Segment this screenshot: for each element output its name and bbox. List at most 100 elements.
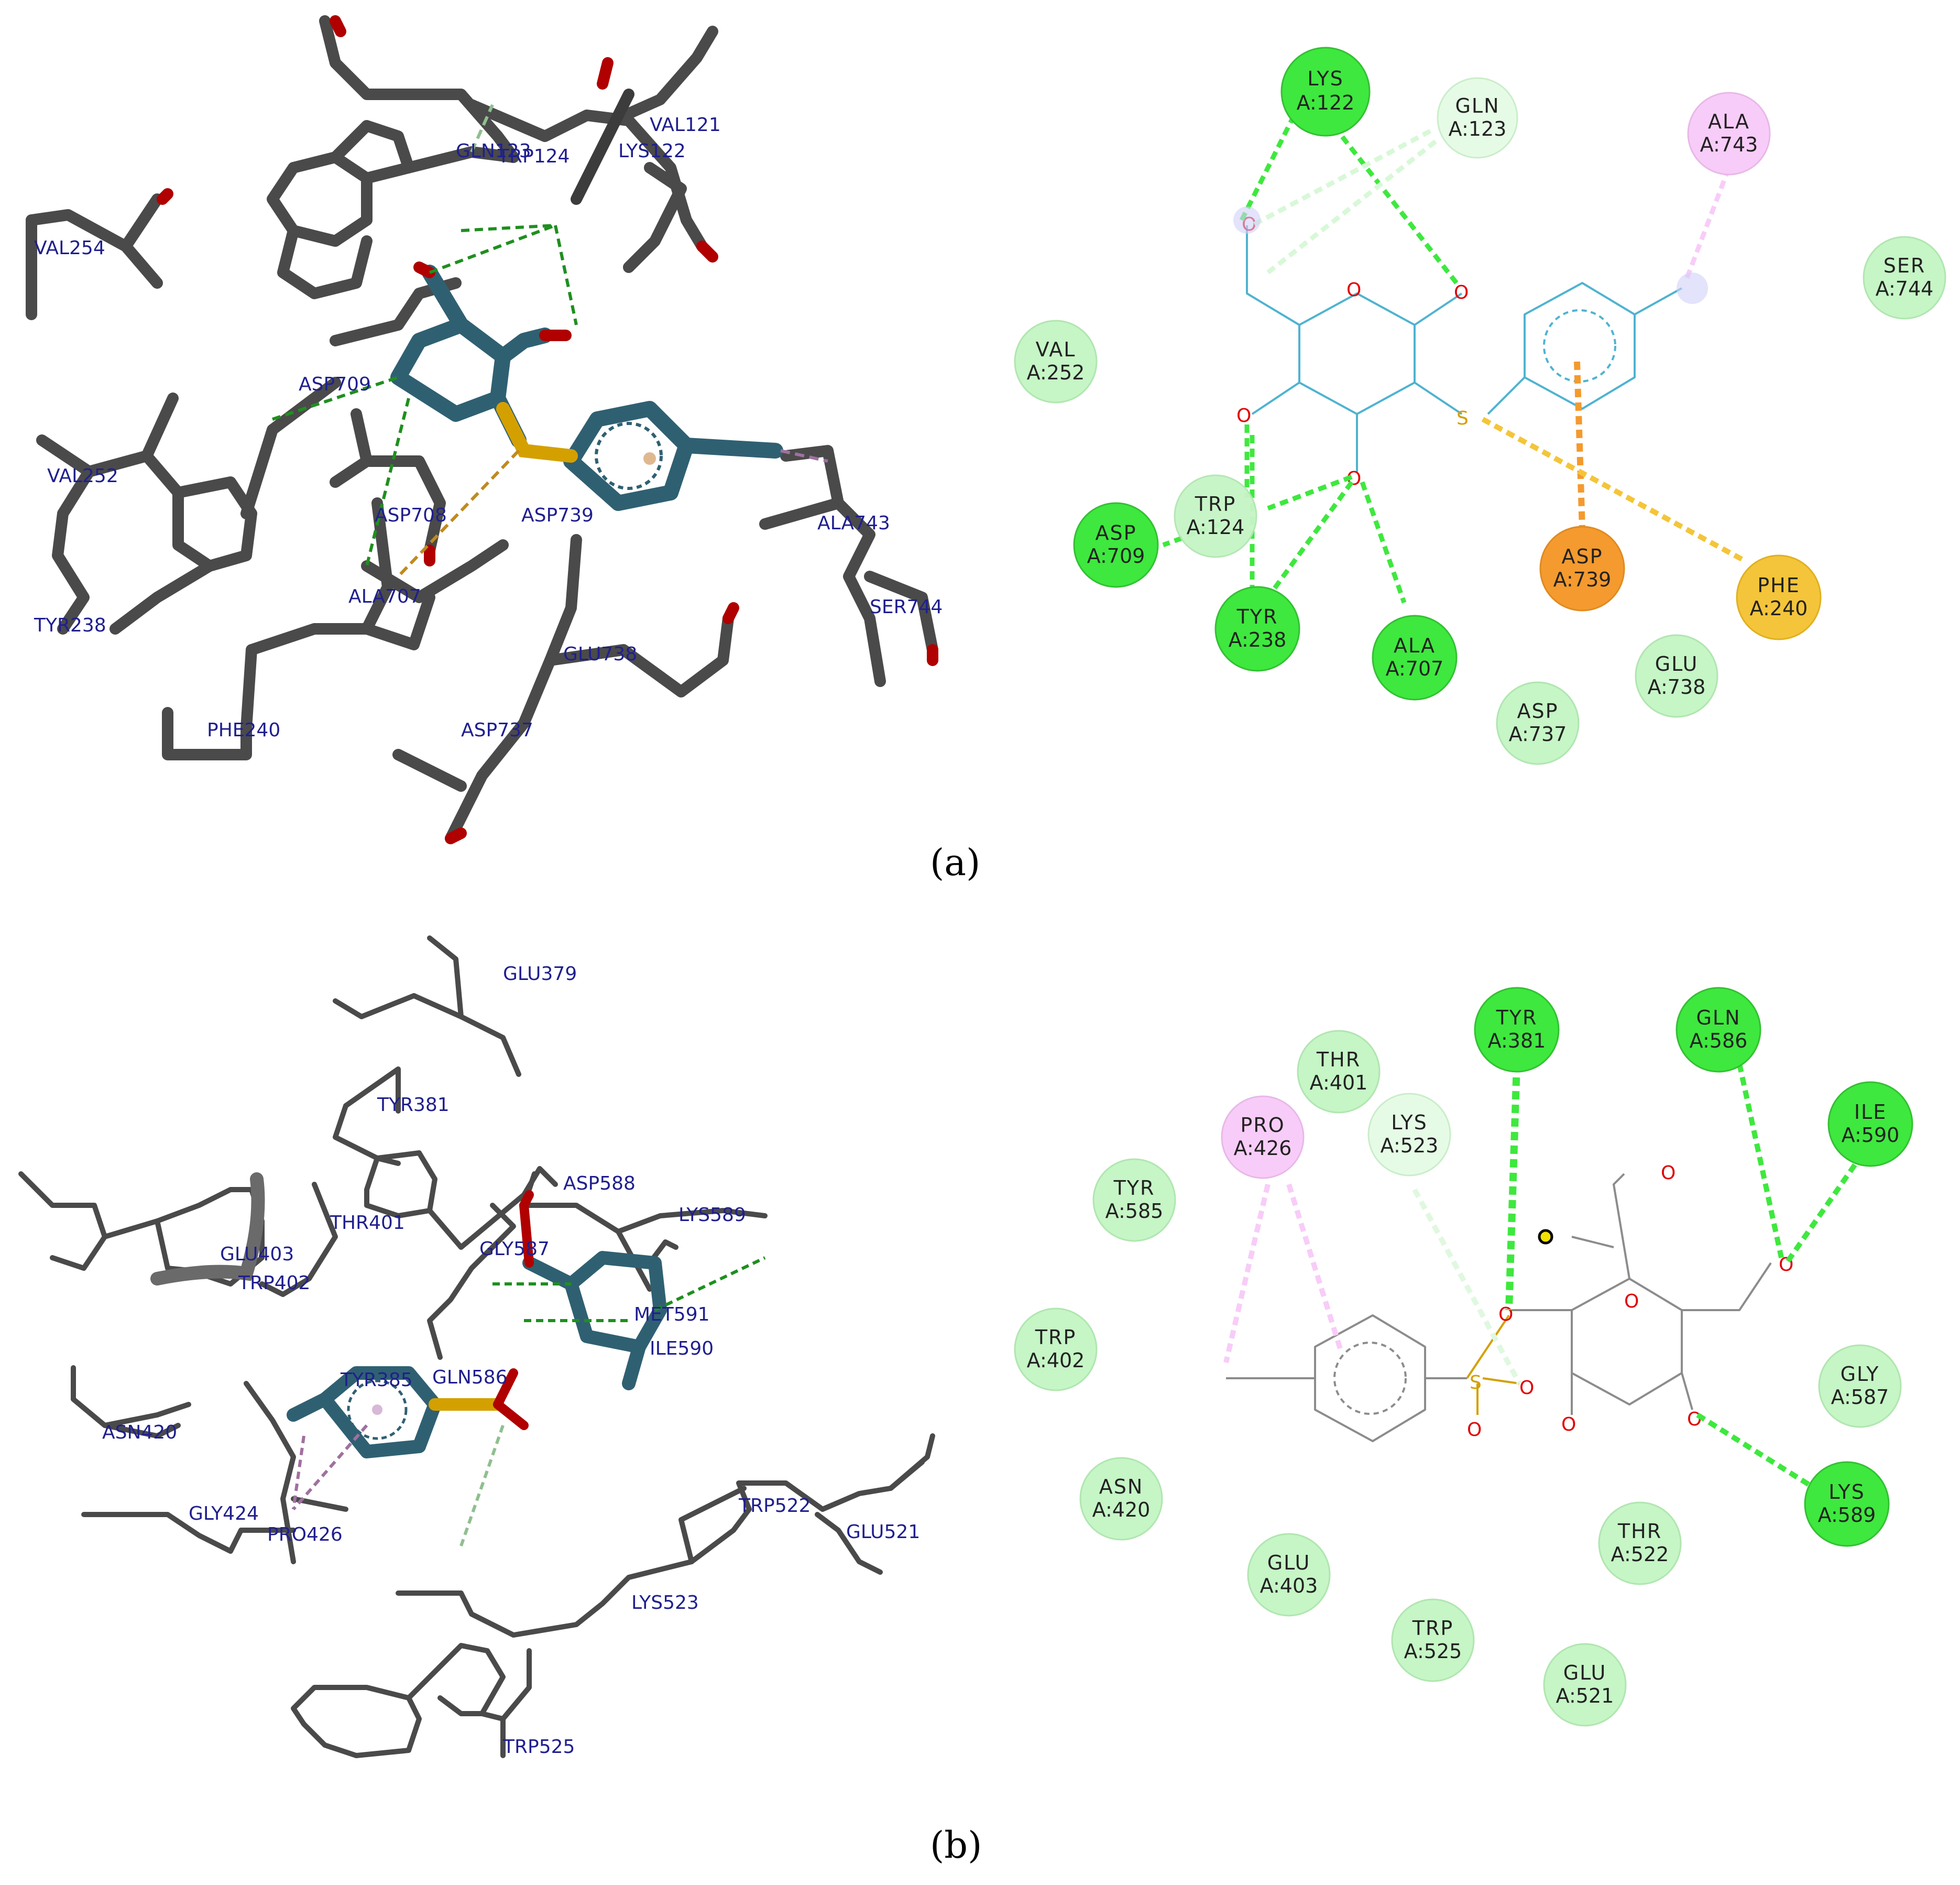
residue-disc: TYR A:238 — [1214, 586, 1300, 672]
oxygen-atom: O — [1346, 279, 1361, 301]
panel-b-aromatic-ring — [347, 1379, 408, 1440]
residue-name: GLN — [1455, 94, 1499, 117]
residue-name: GLU — [1655, 652, 1699, 675]
label-3d: GLU738 — [563, 644, 637, 665]
label-3d: GLY424 — [189, 1503, 259, 1524]
label-3d: VAL252 — [47, 465, 118, 487]
panel-a-aromatic-ring — [595, 422, 663, 490]
panel-b-other-contacts — [292, 1424, 505, 1546]
label-3d: PRO426 — [267, 1524, 343, 1545]
residue-id: A:122 — [1297, 91, 1355, 114]
residue-name: PHE — [1757, 574, 1800, 597]
oxygen-atom: O — [1498, 1304, 1513, 1325]
label-3d: ASN420 — [102, 1422, 177, 1443]
label-3d: TYR385 — [340, 1369, 413, 1391]
residue-name: SER — [1884, 254, 1926, 277]
residue-id: A:401 — [1310, 1071, 1368, 1094]
oxygen-atom: O — [1519, 1377, 1534, 1399]
residue-disc: TRP A:402 — [1014, 1307, 1098, 1391]
residue-id: A:590 — [1842, 1124, 1900, 1147]
residue-name: TYR — [1236, 605, 1278, 628]
oxygen-atom: O — [1561, 1414, 1576, 1435]
panel-a-residues: LYS A:122 GLN A:123 ALA A:743 SER A:744 … — [1014, 47, 1946, 765]
label-3d: ASP588 — [563, 1173, 636, 1194]
residue-name: ASP — [1561, 545, 1603, 568]
residue-disc: ALA A:743 — [1687, 92, 1771, 176]
panel-a-halo-o — [1233, 206, 1261, 234]
residue-id: A:238 — [1229, 628, 1287, 651]
residue-disc: LYS A:122 — [1280, 47, 1371, 137]
residue-name: GLU — [1267, 1551, 1311, 1574]
label-3d: ALA743 — [817, 513, 890, 534]
residue-disc: VAL A:252 — [1014, 320, 1098, 404]
oxygen-atom: O — [1624, 1291, 1639, 1312]
residue-disc: ASN A:420 — [1079, 1457, 1163, 1541]
residue-id: A:402 — [1027, 1349, 1085, 1372]
residue-disc: PHE A:240 — [1736, 554, 1822, 640]
label-3d: TRP402 — [238, 1272, 310, 1294]
label-3d: TRP525 — [502, 1736, 575, 1758]
panel-b-hbond-lines — [492, 1256, 766, 1322]
residue-name: THR — [1617, 1520, 1662, 1543]
residue-disc: GLN A:123 — [1437, 77, 1518, 159]
label-3d: THR401 — [330, 1212, 405, 1234]
label-3d: TRP124 — [497, 146, 570, 167]
sulfur-atom: S — [1457, 408, 1469, 429]
residue-id: A:589 — [1818, 1503, 1876, 1527]
oxygen-atom: O — [1236, 405, 1251, 427]
label-3d: GLU521 — [846, 1521, 920, 1543]
panel-a-hbond-lines — [272, 224, 578, 566]
residue-disc: TRP A:525 — [1391, 1598, 1475, 1682]
label-3d: ILE590 — [650, 1338, 714, 1359]
residue-disc: TRP A:124 — [1174, 474, 1257, 558]
oxygen-atom: O — [1661, 1162, 1676, 1184]
label-3d: GLN586 — [432, 1367, 508, 1388]
panel-a-ligand-2d — [1246, 225, 1682, 472]
residue-disc: TYR A:585 — [1092, 1158, 1176, 1242]
panel-a-sulfur-bond — [496, 402, 578, 463]
panel-a-pi-centroid — [643, 452, 656, 465]
panel-a-3d-labels: GLN123 TRP124 VAL121 LYS122 VAL254 ASP70… — [34, 114, 943, 741]
panel-b-ribbon — [150, 1172, 265, 1285]
residue-id: A:426 — [1234, 1137, 1292, 1160]
label-3d: VAL254 — [34, 237, 105, 259]
residue-id: A:522 — [1611, 1543, 1669, 1566]
residue-name: ASN — [1099, 1475, 1144, 1498]
panel-b-sulfonyl — [1466, 1314, 1520, 1415]
residue-name: ASP — [1517, 700, 1558, 723]
residue-disc: SER A:744 — [1863, 236, 1946, 320]
residue-disc: ASP A:739 — [1539, 526, 1625, 612]
residue-id: A:707 — [1386, 657, 1444, 680]
residue-disc: LYS A:589 — [1804, 1461, 1890, 1547]
label-3d: GLU379 — [503, 963, 577, 985]
residue-id: A:738 — [1648, 675, 1706, 699]
label-3d: SER744 — [870, 596, 943, 618]
label-3d: GLU403 — [220, 1244, 294, 1265]
label-3d: LYS122 — [618, 140, 686, 162]
residue-name: GLN — [1696, 1006, 1740, 1029]
residue-disc: LYS A:523 — [1367, 1093, 1451, 1176]
residue-id: A:737 — [1509, 723, 1567, 746]
panel-b-ligand-aromatic — [1333, 1342, 1407, 1415]
oxygen-atom: O — [1454, 282, 1469, 303]
label-3d: ASP737 — [461, 720, 533, 741]
residue-id: A:744 — [1876, 277, 1934, 300]
residue-name: THR — [1316, 1048, 1361, 1071]
residue-id: A:420 — [1092, 1498, 1151, 1521]
residue-id: A:739 — [1553, 568, 1612, 591]
residue-disc: ASP A:709 — [1073, 502, 1159, 588]
residue-disc: GLU A:403 — [1247, 1533, 1331, 1617]
label-3d: GLN123 — [456, 140, 531, 162]
residue-disc: PRO A:426 — [1221, 1095, 1305, 1179]
residue-name: LYS — [1828, 1480, 1865, 1503]
residue-disc: ASP A:737 — [1496, 681, 1580, 765]
panel-b-ligand-2d — [1226, 1173, 1772, 1442]
residue-name: TYR — [1113, 1176, 1155, 1200]
residue-id: A:240 — [1750, 597, 1808, 620]
label-3d: VAL121 — [650, 114, 721, 136]
residue-name: TRP — [1412, 1617, 1454, 1640]
residue-name: TRP — [1195, 493, 1236, 516]
label-3d: ASP709 — [299, 374, 371, 395]
residue-id: A:587 — [1831, 1386, 1889, 1409]
